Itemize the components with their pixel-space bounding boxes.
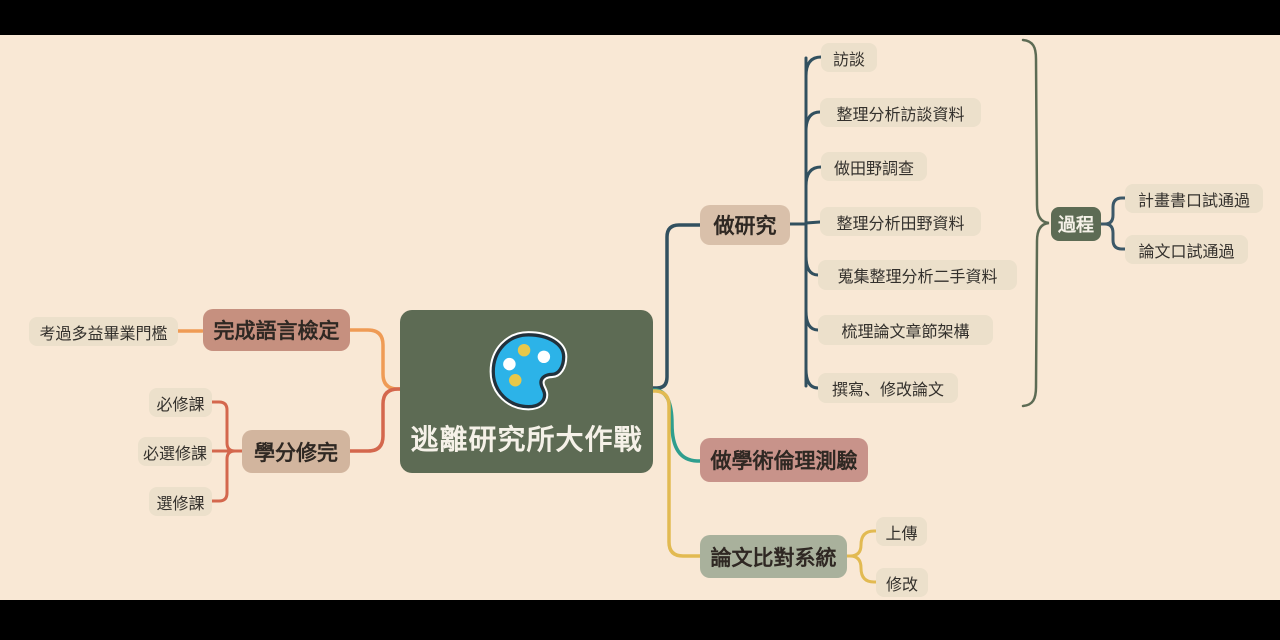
node-thesis-oral-pass[interactable]: 論文口試通過 [1125,235,1248,264]
node-upload[interactable]: 上傳 [876,517,927,546]
node-ethics-test[interactable]: 做學術倫理測驗 [700,438,868,482]
root-node[interactable]: 逃離研究所大作戰 [400,310,653,473]
node-fieldwork[interactable]: 做田野調查 [821,152,927,181]
node-required-elective-courses[interactable]: 必選修課 [138,437,212,466]
node-process[interactable]: 過程 [1051,207,1101,241]
node-elective-courses[interactable]: 選修課 [149,487,212,516]
node-revise[interactable]: 修改 [876,568,928,597]
node-analyze-interview-data[interactable]: 整理分析訪談資料 [820,98,981,127]
palette-dot-yellow-top [517,343,530,356]
palette-body [491,332,565,408]
letterbox-bottom [0,600,1280,640]
node-proposal-oral-pass[interactable]: 計畫書口試通過 [1125,184,1263,213]
node-complete-language-cert[interactable]: 完成語言檢定 [203,309,350,351]
node-interview[interactable]: 訪談 [821,43,877,72]
node-credits-done[interactable]: 學分修完 [242,430,350,473]
letterbox-top [0,0,1280,35]
node-do-research[interactable]: 做研究 [700,205,790,245]
node-toeic-threshold[interactable]: 考過多益畢業門檻 [29,317,178,346]
node-write-revise-thesis[interactable]: 撰寫、修改論文 [818,373,958,403]
node-analyze-field-data[interactable]: 整理分析田野資料 [820,207,981,236]
node-secondary-data[interactable]: 蒐集整理分析二手資料 [818,260,1017,290]
palette-dot-white-right [537,350,550,363]
root-title: 逃離研究所大作戰 [410,422,643,456]
node-required-courses[interactable]: 必修課 [149,388,212,417]
node-thesis-structure[interactable]: 梳理論文章節架構 [818,315,993,345]
palette-icon [481,326,573,414]
node-plagiarism-system[interactable]: 論文比對系統 [700,535,847,578]
palette-dot-yellow-bottom [508,373,521,386]
palette-dot-white-left [502,357,516,370]
